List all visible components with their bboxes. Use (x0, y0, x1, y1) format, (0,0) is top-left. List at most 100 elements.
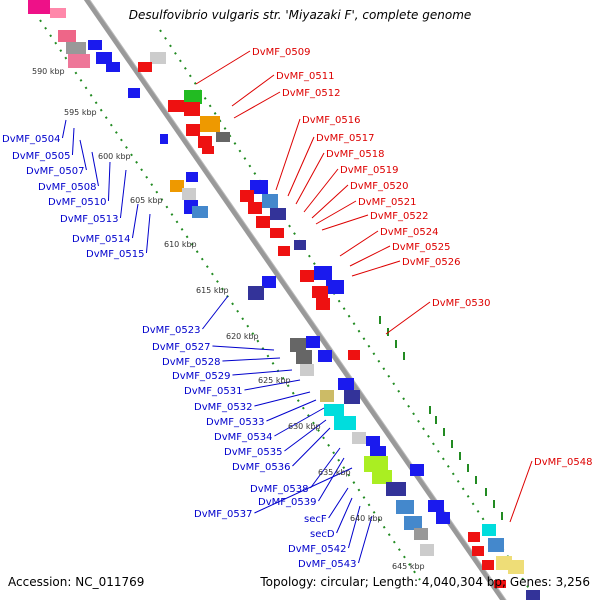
label-leader-line (318, 457, 345, 502)
label-leader-line (222, 357, 281, 362)
gene-label-left[interactable]: DvMF_0507 (26, 166, 84, 177)
gene-feature (186, 172, 198, 182)
gene-label-left[interactable]: DvMF_0539 (258, 497, 316, 508)
gene-label-left[interactable]: DvMF_0523 (142, 325, 200, 336)
gene-feature (316, 298, 330, 310)
gene-feature (334, 416, 356, 430)
gene-feature (364, 456, 388, 472)
gene-label-right[interactable]: DvMF_0516 (302, 115, 360, 126)
gene-label-left[interactable]: DvMF_0504 (2, 134, 60, 145)
gene-feature (482, 524, 496, 536)
gene-label-left[interactable]: DvMF_0533 (206, 417, 264, 428)
gene-feature (396, 500, 414, 514)
gene-label-left[interactable]: DvMF_0505 (12, 151, 70, 162)
kbp-tick-label: 595 kbp (64, 108, 97, 117)
gene-feature (192, 206, 208, 218)
gene-label-left[interactable]: DvMF_0536 (232, 462, 290, 473)
gene-label-left[interactable]: DvMF_0543 (298, 559, 356, 570)
gene-label-right[interactable]: DvMF_0511 (276, 71, 334, 82)
gene-feature (88, 40, 102, 50)
label-leader-line (71, 127, 75, 156)
gene-label-left[interactable]: DvMF_0535 (224, 447, 282, 458)
label-leader-line (232, 369, 293, 376)
label-leader-line (274, 407, 325, 437)
gene-label-right[interactable]: DvMF_0530 (432, 298, 490, 309)
gene-label-right[interactable]: DvMF_0526 (402, 257, 460, 268)
gene-label-left[interactable]: DvMF_0508 (38, 182, 96, 193)
gene-label-right[interactable]: DvMF_0519 (340, 165, 398, 176)
gene-label-left[interactable]: DvMF_0532 (194, 402, 252, 413)
gene-feature (68, 54, 90, 68)
gene-feature (338, 378, 354, 390)
gene-label-left[interactable]: secF (304, 514, 327, 525)
gene-feature (250, 180, 268, 194)
gene-label-left[interactable]: DvMF_0514 (72, 234, 130, 245)
label-leader-line (357, 515, 373, 564)
label-leader-line (385, 301, 431, 335)
kbp-tick-label: 635 kbp (318, 468, 351, 477)
gene-feature (160, 134, 168, 144)
gene-feature (270, 208, 286, 220)
gene-feature (170, 180, 184, 192)
label-leader-line (509, 460, 533, 523)
gene-label-right[interactable]: DvMF_0522 (370, 211, 428, 222)
gene-label-right[interactable]: DvMF_0509 (252, 47, 310, 58)
label-leader-line (202, 295, 229, 330)
kbp-tick-label: 590 kbp (32, 67, 65, 76)
gene-label-left[interactable]: DvMF_0528 (162, 357, 220, 368)
gene-feature (318, 350, 332, 362)
gene-label-right[interactable]: DvMF_0524 (380, 227, 438, 238)
gene-label-left[interactable]: DvMF_0531 (184, 386, 242, 397)
label-leader-line (295, 152, 325, 205)
left-gene-labels: DvMF_0504DvMF_0505DvMF_0507DvMF_0508DvMF… (2, 134, 356, 570)
gene-feature (248, 286, 264, 300)
gene-feature (294, 240, 306, 250)
gene-label-left[interactable]: DvMF_0534 (214, 432, 272, 443)
label-leader-line (212, 345, 275, 351)
label-leader-line (145, 213, 151, 254)
gene-label-right[interactable]: DvMF_0548 (534, 457, 592, 468)
gene-label-left[interactable]: DvMF_0529 (172, 371, 230, 382)
gene-label-right[interactable]: DvMF_0521 (358, 197, 416, 208)
gene-feature (420, 544, 434, 556)
label-leader-line (336, 497, 353, 534)
label-leader-line (61, 119, 67, 139)
gene-label-left[interactable]: DvMF_0513 (60, 214, 118, 225)
gene-feature (270, 228, 284, 238)
gene-label-right[interactable]: DvMF_0512 (282, 88, 340, 99)
label-leader-line (351, 260, 401, 277)
gene-label-left[interactable]: DvMF_0542 (288, 544, 346, 555)
gene-feature (366, 436, 380, 446)
gene-label-left[interactable]: DvMF_0527 (152, 342, 210, 353)
gene-label-left[interactable]: DvMF_0537 (194, 509, 252, 520)
gene-feature (352, 432, 366, 444)
gene-label-left[interactable]: secD (310, 529, 335, 540)
gene-feature (184, 102, 200, 116)
gene-label-left[interactable]: DvMF_0510 (48, 197, 106, 208)
gene-label-left[interactable]: DvMF_0538 (250, 484, 308, 495)
kbp-tick-label: 605 kbp (130, 196, 163, 205)
accession-text: Accession: NC_011769 (8, 575, 145, 589)
gene-feature (262, 276, 276, 288)
gene-feature (58, 30, 76, 42)
gene-feature (314, 266, 332, 280)
gene-label-right[interactable]: DvMF_0525 (392, 242, 450, 253)
gene-label-right[interactable]: DvMF_0520 (350, 181, 408, 192)
kbp-tick-label: 640 kbp (350, 514, 383, 523)
gene-feature (138, 62, 152, 72)
gene-label-right[interactable]: DvMF_0517 (316, 133, 374, 144)
gene-label-left[interactable]: DvMF_0515 (86, 249, 144, 260)
gene-feature (28, 0, 50, 14)
gene-label-right[interactable]: DvMF_0518 (326, 149, 384, 160)
label-leader-line (328, 487, 349, 519)
kbp-tick-label: 615 kbp (196, 286, 229, 295)
gene-feature (262, 194, 278, 208)
label-leader-line (91, 151, 99, 187)
gene-feature (240, 190, 254, 202)
gene-feature (468, 532, 480, 542)
gene-feature (182, 188, 196, 200)
gene-feature (248, 202, 262, 214)
label-leader-line (107, 161, 111, 202)
label-leader-line (284, 419, 327, 452)
